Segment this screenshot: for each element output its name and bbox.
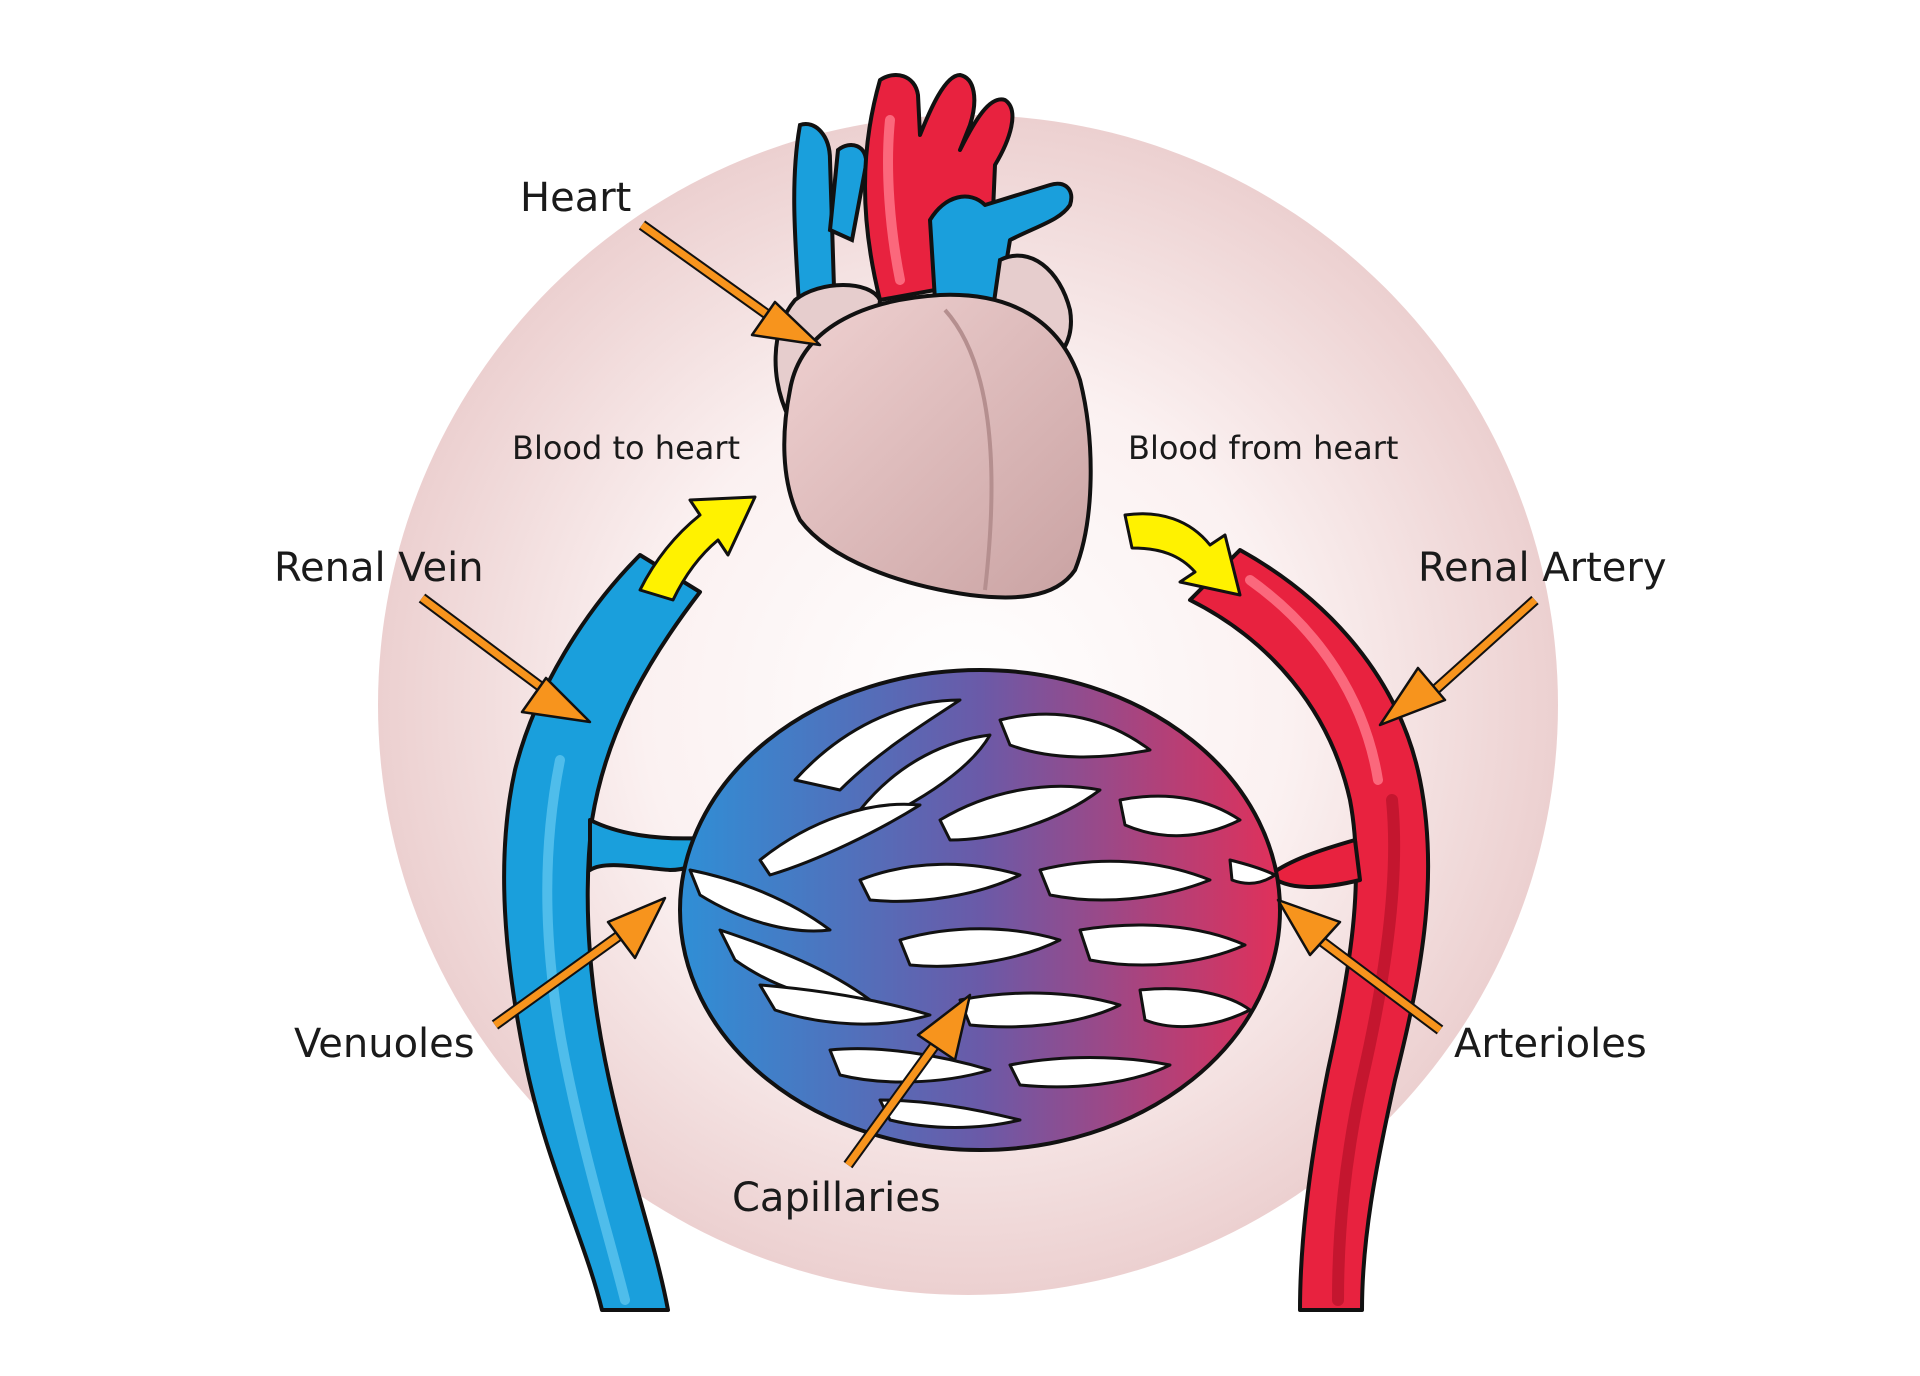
label-venuoles: Venuoles: [294, 1021, 475, 1067]
flow-arrow-to-heart: [638, 495, 757, 602]
flow-arrow-from-heart: [1123, 512, 1242, 597]
label-arterioles: Arterioles: [1454, 1021, 1647, 1067]
pointer-arrow-renal-vein: [418, 593, 592, 724]
pointer-arrow-venuoles: [491, 896, 667, 1030]
label-renal-artery: Renal Artery: [1418, 545, 1667, 591]
capillary-network: [678, 668, 1282, 1152]
label-renal-vein: Renal Vein: [274, 545, 484, 591]
pointer-arrow-capillaries: [843, 993, 972, 1169]
label-capillaries: Capillaries: [732, 1175, 941, 1221]
pointer-arrow-arterioles: [1276, 898, 1444, 1035]
heart-illustration: [773, 73, 1093, 600]
renal-vein-shape: [502, 553, 710, 1312]
label-blood-from-heart: Blood from heart: [1128, 429, 1399, 467]
pointer-arrow-renal-artery: [1378, 595, 1539, 727]
label-heart: Heart: [520, 175, 632, 221]
renal-artery-shape: [1188, 548, 1431, 1312]
pointer-arrow-heart: [638, 220, 822, 347]
label-blood-to-heart: Blood to heart: [512, 429, 741, 467]
